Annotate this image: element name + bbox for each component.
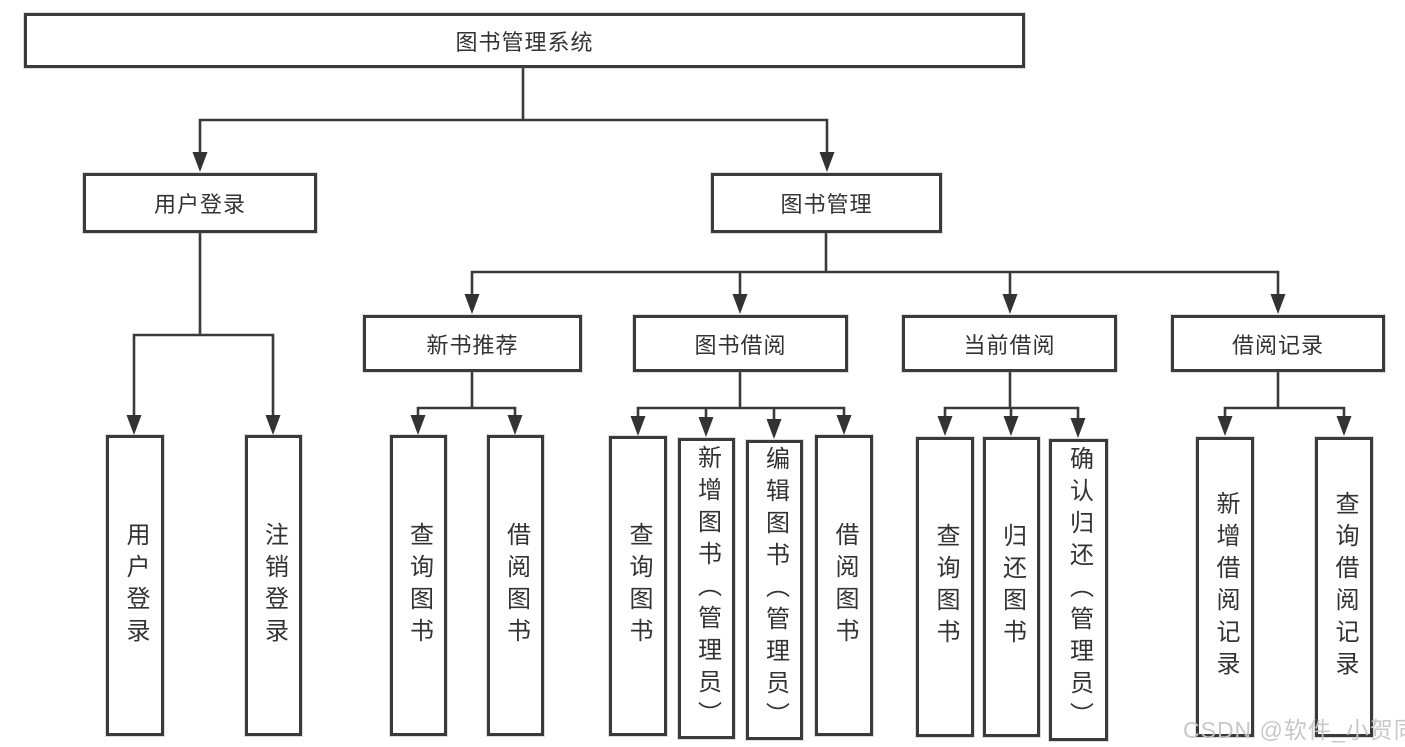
leaf-cb-query-label: 查询图书 [932,523,959,651]
leaf-bb-borrow-label: 借阅图书 [831,521,858,650]
leaf-nb-borrow: 借阅图书 [487,435,544,736]
node-book-borrow-label: 图书借阅 [694,332,787,358]
leaf-logout: 注销登录 [245,435,302,736]
node-new-books: 新书推荐 [363,315,582,372]
leaf-logout-label: 注销登录 [260,521,288,650]
node-book-mgmt: 图书管理 [711,173,942,233]
leaf-cb-confirm-label: 确认归还（管理员） [1065,446,1093,734]
node-user-login-label: 用户登录 [153,192,246,217]
leaf-bb-edit: 编辑图书（管理员） [746,440,803,740]
leaf-cb-return-label: 归还图书 [998,523,1026,651]
leaf-cb-query: 查询图书 [916,437,974,737]
leaf-bb-add: 新增图书（管理员） [678,438,735,739]
leaf-cb-confirm: 确认归还（管理员） [1049,439,1108,741]
leaf-bb-query: 查询图书 [609,436,667,736]
leaf-nb-query: 查询图书 [390,435,447,736]
node-user-login: 用户登录 [83,173,317,233]
csdn-watermark: CSDN @软件_小贺同学 [1183,717,1405,743]
leaf-login: 用户登录 [106,435,164,736]
leaf-br-query-label: 查询借阅记录 [1331,491,1358,683]
node-new-books-label: 新书推荐 [426,332,519,358]
node-current-borrow-label: 当前借阅 [963,332,1056,358]
node-borrow-records-label: 借阅记录 [1231,332,1324,358]
leaf-nb-borrow-label: 借阅图书 [502,521,530,650]
leaf-bb-query-label: 查询图书 [625,522,652,650]
leaf-bb-edit-label: 编辑图书（管理员） [761,446,789,734]
leaf-br-add: 新增借阅记录 [1196,437,1254,737]
node-book-borrow: 图书借阅 [633,315,848,372]
node-current-borrow: 当前借阅 [902,315,1117,372]
node-book-mgmt-label: 图书管理 [780,192,873,217]
leaf-cb-return: 归还图书 [983,437,1040,737]
leaf-nb-query-label: 查询图书 [405,521,433,650]
node-root-label: 图书管理系统 [455,29,594,55]
leaf-bb-borrow: 借阅图书 [815,435,873,736]
leaf-bb-add-label: 新增图书（管理员） [693,444,721,733]
leaf-login-label: 用户登录 [122,521,149,650]
node-root: 图书管理系统 [24,13,1025,68]
leaf-br-query: 查询借阅记录 [1315,437,1373,737]
node-borrow-records: 借阅记录 [1171,315,1385,372]
leaf-br-add-label: 新增借阅记录 [1212,491,1239,683]
